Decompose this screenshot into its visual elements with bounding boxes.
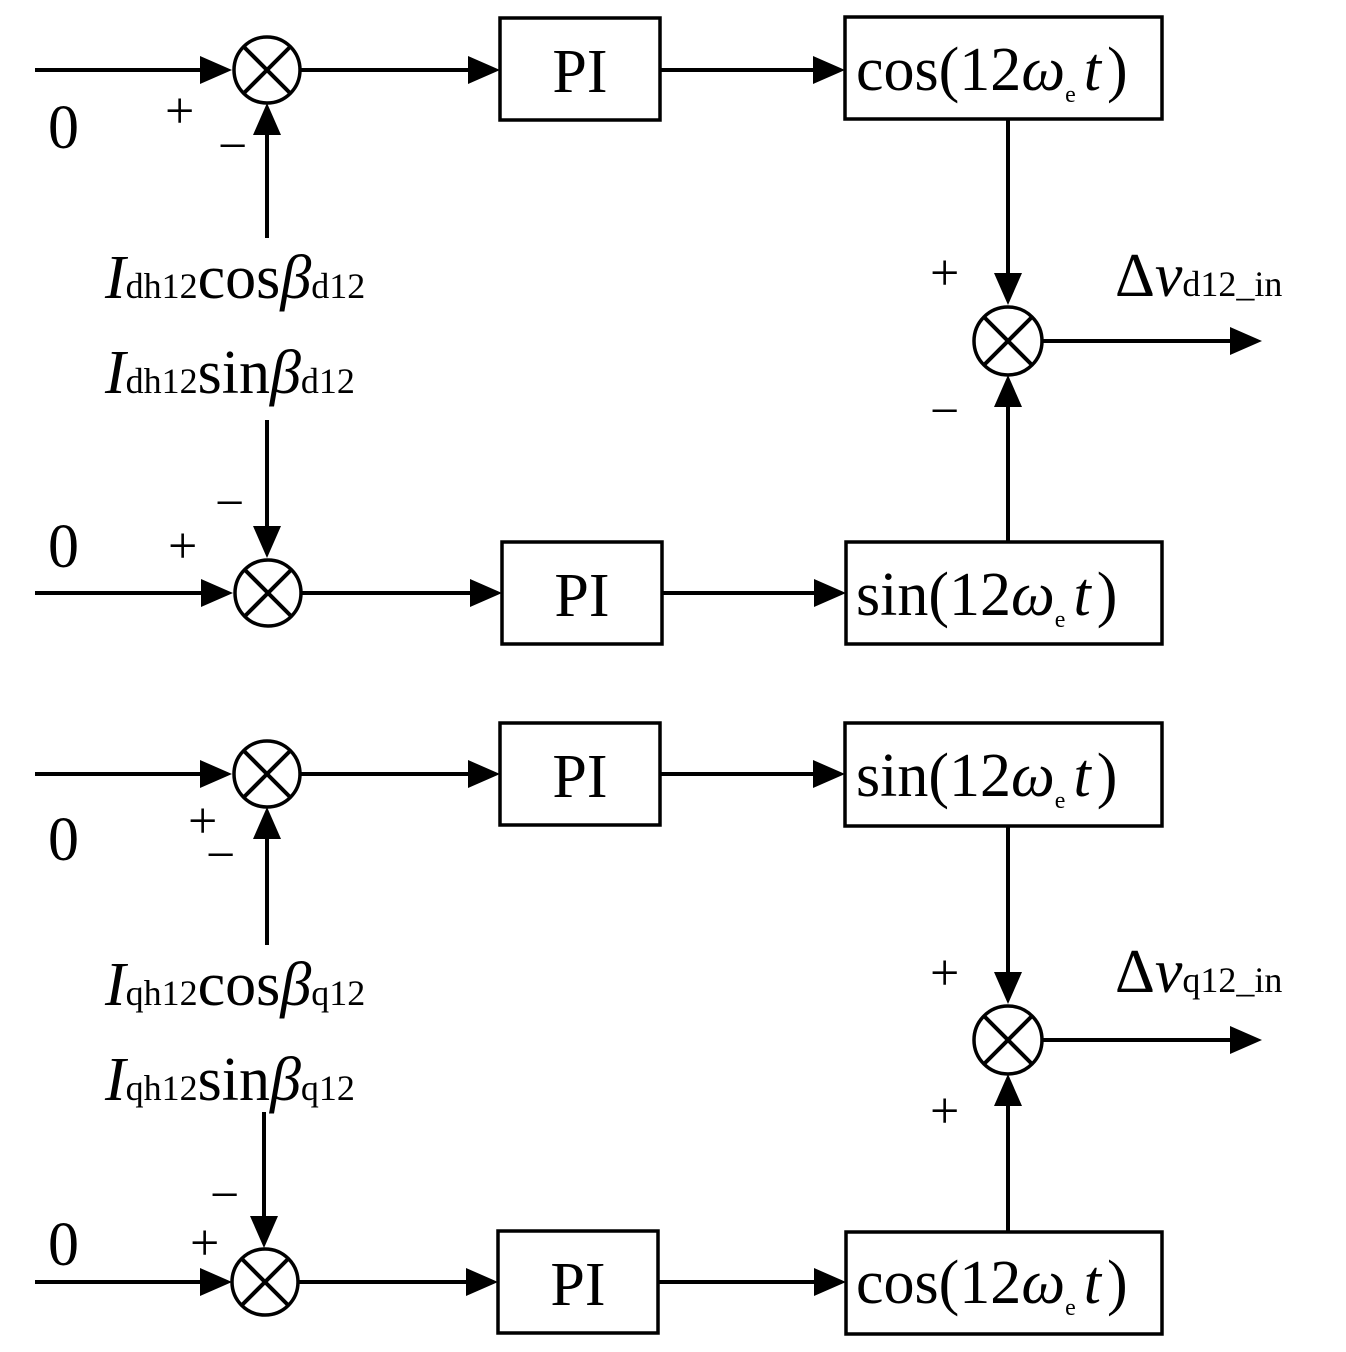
- d-upper-to-pi-arrow: [468, 56, 500, 84]
- d-lower-pi-block: [500, 540, 664, 646]
- d-output-label: Δvd12_in: [1115, 242, 1282, 310]
- q-output-plus-sign-bottom: +: [930, 1083, 959, 1140]
- q-lower-to-pi-arrow: [466, 1268, 498, 1296]
- q-lower-feedback-arrow: [250, 1216, 278, 1248]
- d-feedback-sin-label: Idh12sinβd12: [104, 339, 355, 407]
- d-sin-up-arrow: [994, 375, 1022, 407]
- d-output-plus-sign: +: [930, 245, 959, 302]
- q-upper-pi-block: [498, 721, 662, 827]
- d-cos-down-arrow: [994, 273, 1022, 305]
- q-upper-sin-block: [843, 721, 1164, 828]
- d-lower-sin-block: [844, 540, 1164, 646]
- d-lower-minus-sign: −: [215, 475, 244, 532]
- d-upper-pi-label: PI: [552, 38, 607, 106]
- d-output-summing-junction: [972, 305, 1044, 377]
- q-lower-to-fn-arrow: [814, 1268, 846, 1296]
- q-output-plus-sign-top: +: [930, 945, 959, 1002]
- q-lower-pi-block: [496, 1229, 660, 1335]
- q-output-label: Δvq12_in: [1115, 938, 1282, 1006]
- q-lower-minus-sign: −: [210, 1167, 239, 1224]
- q-upper-to-fn-arrow: [813, 760, 845, 788]
- q-lower-summing-junction: [230, 1247, 300, 1317]
- d-lower-feedback-arrow: [253, 526, 281, 558]
- q-upper-to-pi-arrow: [468, 760, 500, 788]
- d-upper-zero-label: 0: [48, 94, 79, 162]
- q-upper-summing-junction: [232, 739, 302, 809]
- d-upper-to-fn-arrow: [813, 56, 845, 84]
- d-upper-minus-sign: −: [218, 118, 247, 175]
- d-upper-input-arrow: [200, 56, 232, 84]
- d-output-arrow: [1230, 327, 1262, 355]
- q-upper-minus-sign: −: [206, 827, 235, 884]
- d-upper-pi-block: [498, 16, 662, 122]
- d-output-minus-sign: −: [930, 383, 959, 440]
- d-lower-pi-label: PI: [554, 562, 609, 630]
- q-upper-pi-label: PI: [552, 743, 607, 811]
- q-feedback-cos-label: Iqh12cosβq12: [104, 951, 365, 1019]
- q-sin-down-arrow: [994, 972, 1022, 1004]
- d-upper-cos-block: [843, 15, 1164, 121]
- d-upper-plus-sign: +: [165, 83, 194, 140]
- q-upper-zero-label: 0: [48, 806, 79, 874]
- q-upper-input-arrow: [200, 760, 232, 788]
- q-output-stage: + + Δvq12_in: [930, 826, 1282, 1232]
- q-lower-zero-label: 0: [48, 1211, 79, 1279]
- q-lower-pi-label: PI: [550, 1251, 605, 1319]
- d-lower-input-arrow: [201, 579, 233, 607]
- d-lower-plus-sign: +: [168, 518, 197, 575]
- d-output-stage: + − Δvd12_in: [930, 119, 1282, 542]
- q-output-summing-junction: [972, 1004, 1044, 1076]
- d-lower-zero-label: 0: [48, 513, 79, 581]
- d-lower-summing-junction: [233, 558, 303, 628]
- q-lower-plus-sign: +: [190, 1215, 219, 1272]
- d-lower-to-pi-arrow: [470, 579, 502, 607]
- q-output-arrow: [1230, 1026, 1262, 1054]
- q-upper-plus-sign: +: [188, 793, 217, 850]
- q-feedback-sin-label: Iqh12sinβq12: [104, 1046, 355, 1114]
- d-feedback-cos-label: Idh12cosβd12: [104, 244, 365, 312]
- d-upper-summing-junction: [232, 35, 302, 105]
- q-lower-input-arrow: [200, 1268, 232, 1296]
- d-lower-to-fn-arrow: [814, 579, 846, 607]
- q-upper-feedback-arrow: [253, 807, 281, 839]
- q-lower-cos-block: [844, 1230, 1164, 1336]
- d-upper-feedback-arrow: [253, 103, 281, 135]
- q-cos-up-arrow: [994, 1074, 1022, 1106]
